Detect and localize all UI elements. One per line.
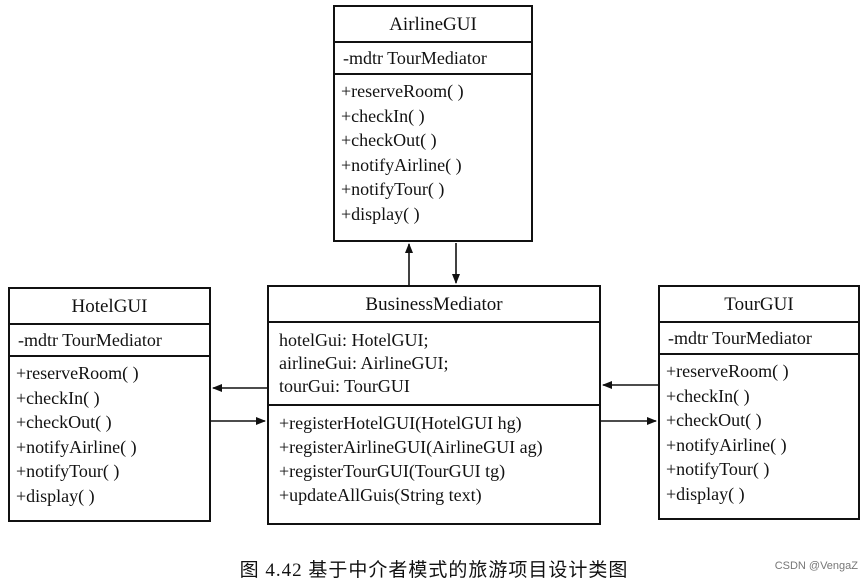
attributes-section: hotelGui: HotelGUI; airlineGui: AirlineG…	[269, 323, 599, 406]
attributes-section: -mdtr TourMediator	[660, 323, 858, 355]
operation: +notifyAirline( )	[16, 436, 137, 457]
attribute: tourGui: TourGUI	[279, 376, 410, 396]
class-name: AirlineGUI	[335, 7, 531, 43]
class-name: BusinessMediator	[269, 287, 599, 323]
attribute: -mdtr TourMediator	[343, 48, 487, 68]
operations-section: +reserveRoom( ) +checkIn( ) +checkOut( )…	[335, 75, 531, 230]
attribute: airlineGui: AirlineGUI;	[279, 353, 449, 373]
operations-section: +registerHotelGUI(HotelGUI hg) +register…	[269, 406, 599, 512]
operation: +checkOut( )	[341, 130, 437, 150]
operation: +checkOut( )	[666, 410, 762, 430]
attributes-section: -mdtr TourMediator	[10, 325, 209, 357]
operation: +notifyAirline( )	[341, 154, 462, 175]
operation: +checkIn( )	[16, 387, 100, 408]
attribute: -mdtr TourMediator	[18, 330, 162, 350]
operation: +reserveRoom( )	[16, 363, 139, 383]
operation: +registerHotelGUI(HotelGUI hg)	[279, 413, 522, 433]
operation: +reserveRoom( )	[341, 81, 464, 101]
operation: +reserveRoom( )	[666, 361, 789, 381]
operation: +notifyAirline( )	[666, 434, 787, 455]
attributes-section: -mdtr TourMediator	[335, 43, 531, 75]
operation: +registerTourGUI(TourGUI tg)	[279, 461, 506, 481]
operation: +notifyTour( )	[341, 179, 445, 199]
class-tour-gui: TourGUI -mdtr TourMediator +reserveRoom(…	[658, 285, 860, 520]
class-hotel-gui: HotelGUI -mdtr TourMediator +reserveRoom…	[8, 287, 211, 522]
class-name: HotelGUI	[10, 289, 209, 325]
attribute: hotelGui: HotelGUI;	[279, 330, 429, 350]
class-airline-gui: AirlineGUI -mdtr TourMediator +reserveRo…	[333, 5, 533, 242]
attribute: -mdtr TourMediator	[668, 328, 812, 348]
operation: +display( )	[666, 483, 745, 504]
operations-section: +reserveRoom( ) +checkIn( ) +checkOut( )…	[660, 355, 858, 510]
operation: +checkIn( )	[666, 385, 750, 406]
class-business-mediator: BusinessMediator hotelGui: HotelGUI; air…	[267, 285, 601, 525]
operation: +checkOut( )	[16, 412, 112, 432]
class-name: TourGUI	[660, 287, 858, 323]
operations-section: +reserveRoom( ) +checkIn( ) +checkOut( )…	[10, 357, 209, 512]
operation: +checkIn( )	[341, 105, 425, 126]
watermark: CSDN @VengaZ	[774, 560, 858, 572]
operation: +notifyTour( )	[666, 459, 770, 479]
operation: +display( )	[16, 485, 95, 506]
operation: +notifyTour( )	[16, 461, 120, 481]
operation: +updateAllGuis(String text)	[279, 485, 482, 505]
operation: +display( )	[341, 203, 420, 224]
figure-caption: 图 4.42 基于中介者模式的旅游项目设计类图	[239, 560, 629, 581]
operation: +registerAirlineGUI(AirlineGUI ag)	[279, 437, 543, 457]
